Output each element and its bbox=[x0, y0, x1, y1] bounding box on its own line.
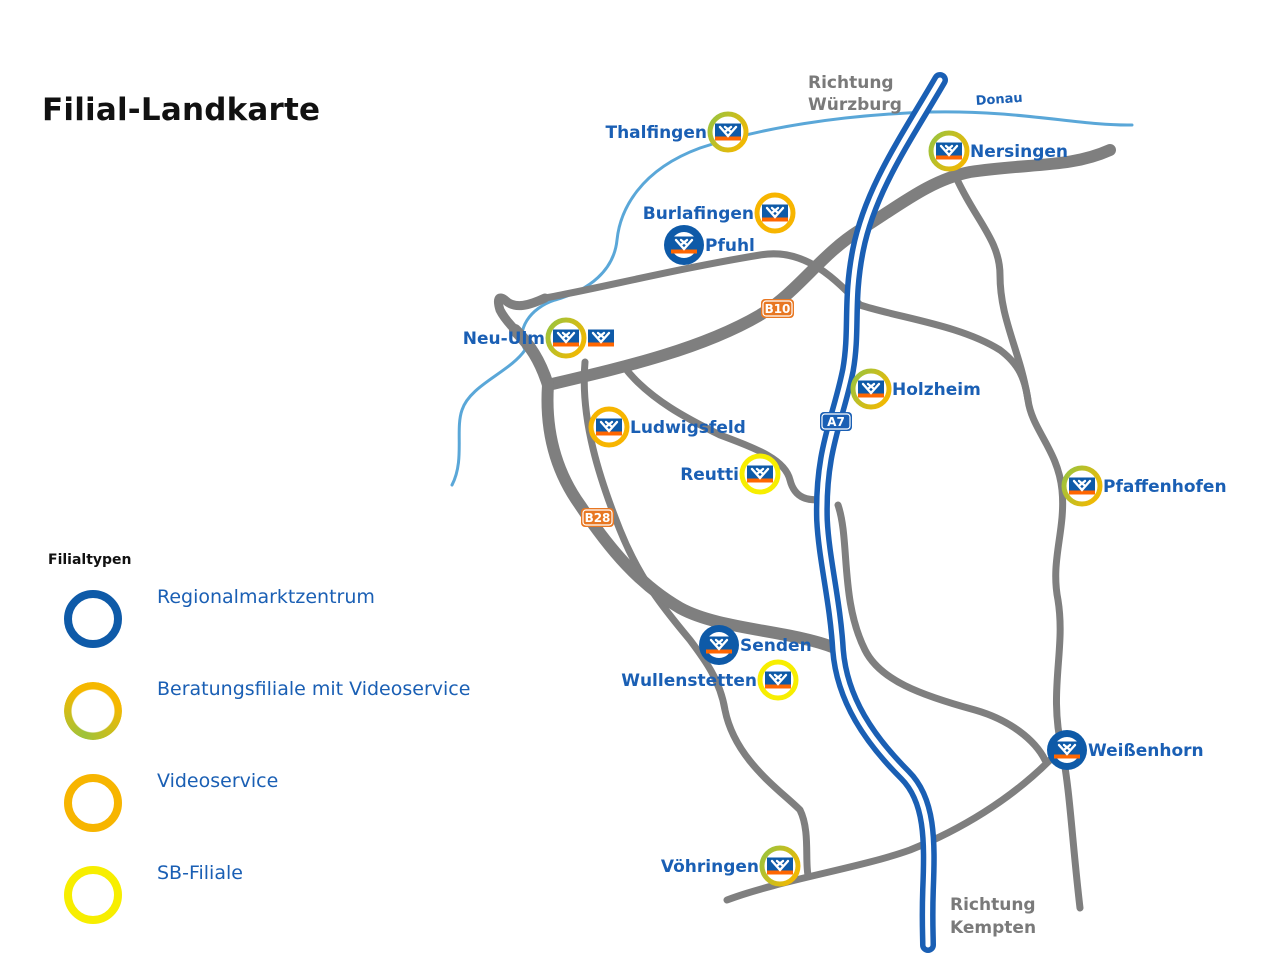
branch-markers: ThalfingenNersingenBurlafingenPfuhlNeu-U… bbox=[463, 111, 1227, 887]
branch-label[interactable]: Reutti bbox=[680, 465, 739, 485]
river-label: Donau bbox=[975, 91, 1023, 109]
legend-item-beratung: Beratungsfiliale mit Videoservice bbox=[64, 678, 544, 760]
branch-label[interactable]: Wullenstetten bbox=[621, 671, 757, 691]
vr-bank-logo-icon bbox=[596, 418, 622, 436]
river-donau bbox=[450, 110, 1134, 487]
branch-label[interactable]: Nersingen bbox=[970, 142, 1068, 162]
branch-label[interactable]: Burlafingen bbox=[643, 204, 754, 224]
branch-holzheim[interactable]: Holzheim bbox=[850, 368, 981, 410]
direction-south: Richtung Kempten bbox=[950, 895, 1036, 938]
svg-text:Kempten: Kempten bbox=[950, 918, 1036, 938]
shield-a7: A7 bbox=[820, 412, 852, 431]
branch-pfaffenhofen[interactable]: Pfaffenhofen bbox=[1061, 465, 1227, 507]
legend-label-sb: SB-Filiale bbox=[157, 862, 243, 884]
sb-ring-icon bbox=[64, 866, 122, 924]
regional-ring-icon bbox=[64, 590, 122, 648]
video-ring-icon bbox=[64, 774, 122, 832]
svg-text:Richtung: Richtung bbox=[950, 895, 1036, 915]
branch-label[interactable]: Holzheim bbox=[892, 380, 981, 400]
branch-nersingen[interactable]: Nersingen bbox=[928, 130, 1068, 172]
branch-neu-ulm[interactable]: Neu-Ulm bbox=[463, 317, 614, 359]
shield-b10-label: B10 bbox=[765, 302, 791, 316]
vr-bank-logo-icon bbox=[671, 236, 697, 254]
legend-label-video: Videoservice bbox=[157, 770, 279, 792]
shield-b10: B10 bbox=[761, 299, 794, 318]
vr-bank-logo-icon bbox=[765, 671, 791, 689]
legend-heading: Filialtypen bbox=[48, 552, 132, 568]
branch-label[interactable]: Vöhringen bbox=[661, 857, 759, 877]
branch-ludwigsfeld[interactable]: Ludwigsfeld bbox=[588, 406, 746, 448]
shield-b28: B28 bbox=[581, 508, 614, 527]
legend-item-video: Videoservice bbox=[64, 770, 544, 852]
branch-reutti[interactable]: Reutti bbox=[680, 453, 781, 495]
vr-bank-logo-icon bbox=[706, 636, 732, 654]
vr-bank-logo-icon bbox=[762, 204, 788, 222]
vr-bank-logo-icon bbox=[747, 465, 773, 483]
neu-ulm-loop bbox=[493, 293, 550, 350]
branch-burlafingen[interactable]: Burlafingen bbox=[643, 192, 796, 234]
main-roads bbox=[509, 144, 1116, 654]
branch-label[interactable]: Pfuhl bbox=[705, 236, 755, 256]
legend-item-sb: SB-Filiale bbox=[64, 862, 544, 944]
local-roads bbox=[541, 171, 1084, 912]
branch-label[interactable]: Thalfingen bbox=[605, 123, 707, 143]
vr-bank-logo-icon bbox=[553, 329, 579, 347]
shield-a7-label: A7 bbox=[827, 415, 845, 429]
branch-label[interactable]: Ludwigsfeld bbox=[630, 418, 746, 438]
vr-bank-logo-icon bbox=[936, 142, 962, 160]
page-title: Filial-Landkarte bbox=[42, 92, 321, 128]
svg-text:Würzburg: Würzburg bbox=[808, 95, 902, 115]
autobahn-a7 bbox=[813, 72, 948, 953]
branch-label[interactable]: Pfaffenhofen bbox=[1103, 477, 1227, 497]
shield-b28-label: B28 bbox=[585, 511, 611, 525]
branch-senden[interactable]: Senden bbox=[699, 625, 812, 665]
vr-bank-logo-icon bbox=[715, 123, 741, 141]
branch-pfuhl[interactable]: Pfuhl bbox=[664, 225, 755, 265]
vr-bank-logo-icon bbox=[767, 857, 793, 875]
branch-wei-enhorn[interactable]: Weißenhorn bbox=[1047, 730, 1204, 770]
branch-thalfingen[interactable]: Thalfingen bbox=[605, 111, 749, 153]
vr-bank-logo-icon bbox=[1054, 741, 1080, 759]
branch-v-hringen[interactable]: Vöhringen bbox=[661, 845, 801, 887]
legend-label-regional: Regionalmarktzentrum bbox=[157, 586, 375, 608]
branch-label[interactable]: Senden bbox=[740, 636, 812, 656]
beratung-ring-icon bbox=[64, 682, 122, 740]
branch-label[interactable]: Weißenhorn bbox=[1088, 741, 1204, 761]
vr-bank-logo-icon bbox=[588, 329, 614, 347]
vr-bank-logo-icon bbox=[858, 380, 884, 398]
legend-label-beratung: Beratungsfiliale mit Videoservice bbox=[157, 678, 471, 700]
svg-text:Richtung: Richtung bbox=[808, 73, 894, 93]
branch-wullenstetten[interactable]: Wullenstetten bbox=[621, 659, 799, 701]
branch-label[interactable]: Neu-Ulm bbox=[463, 329, 545, 349]
vr-bank-logo-icon bbox=[1069, 477, 1095, 495]
legend-item-regional: Regionalmarktzentrum bbox=[64, 586, 544, 668]
direction-north: Richtung Würzburg bbox=[808, 73, 902, 115]
